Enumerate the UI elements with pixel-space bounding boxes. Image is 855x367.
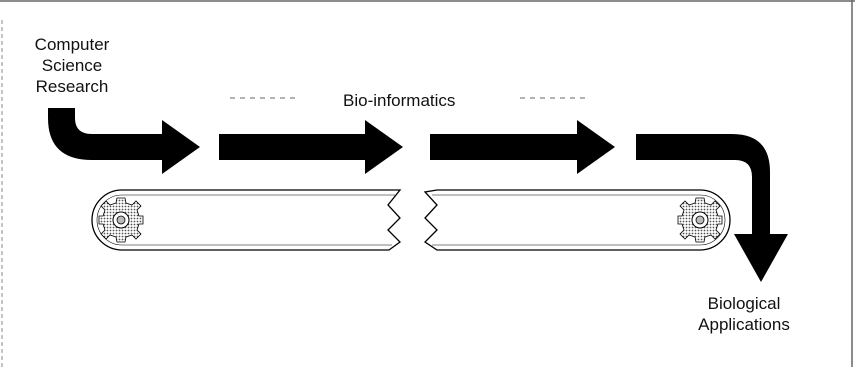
conveyor-belt-left-end: [96, 194, 123, 246]
conveyor-belt-right: [423, 189, 731, 251]
conveyor-belt-left: [91, 189, 402, 251]
target-label-line-1: Biological: [707, 294, 781, 313]
conveyor-belt-right-inner: [432, 194, 700, 246]
source-label-line-1: Computer: [34, 35, 110, 54]
conveyor-belt-left-inner: [122, 194, 395, 246]
source-label-line-2: Science: [41, 56, 103, 75]
bio-informatics-label: Bio-informatics: [343, 91, 456, 110]
target-label: Biological Applications: [680, 293, 808, 335]
source-label: Computer Science Research: [24, 34, 120, 97]
curved-arrow-to-applications: [636, 134, 788, 282]
gear-icon-right: [677, 197, 723, 243]
source-label-line-3: Research: [35, 77, 109, 96]
gear-icon-left: [98, 197, 144, 243]
conveyor-belt-right-end: [699, 194, 726, 246]
curved-arrow-from-research: [48, 108, 200, 174]
arrow-segment-2: [219, 120, 403, 174]
target-label-line-2: Applications: [698, 315, 790, 334]
arrow-segment-3: [430, 120, 615, 174]
